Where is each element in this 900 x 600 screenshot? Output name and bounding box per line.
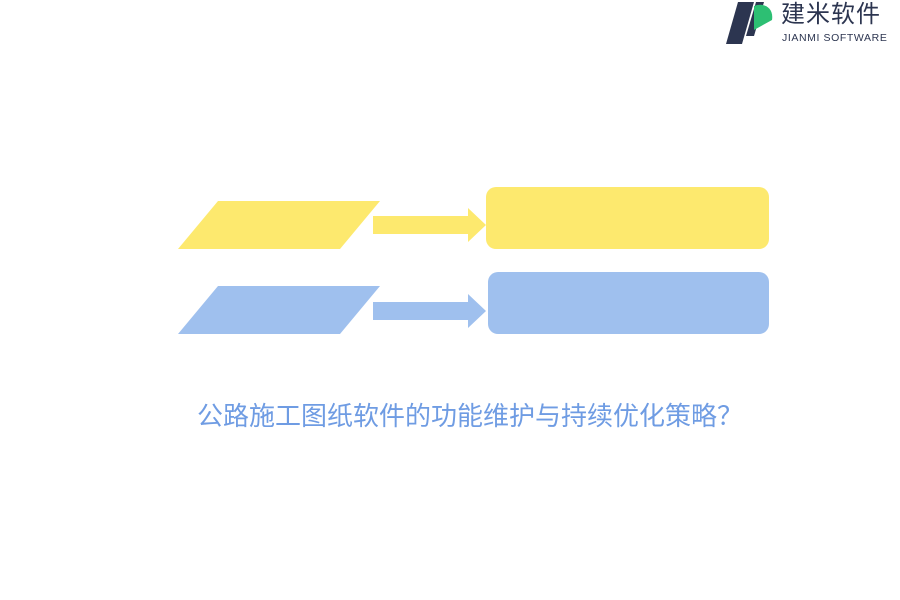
input-parallelogram-2: [178, 286, 380, 334]
brand-logo: 建米软件 JIANMI SOFTWARE: [724, 0, 900, 46]
diagram-caption: 公路施工图纸软件的功能维护与持续优化策略？: [196, 402, 743, 432]
brand-name-cn: 建米软件: [781, 0, 881, 28]
right-arrow-icon: [373, 208, 486, 242]
input-parallelogram-1: [178, 201, 380, 249]
output-box-1: [486, 187, 769, 249]
output-box-2: [488, 272, 769, 334]
right-arrow-icon: [373, 294, 486, 328]
jianmi-logo-mark-icon: [726, 2, 773, 44]
brand-name-en: JIANMI SOFTWARE: [782, 32, 888, 44]
